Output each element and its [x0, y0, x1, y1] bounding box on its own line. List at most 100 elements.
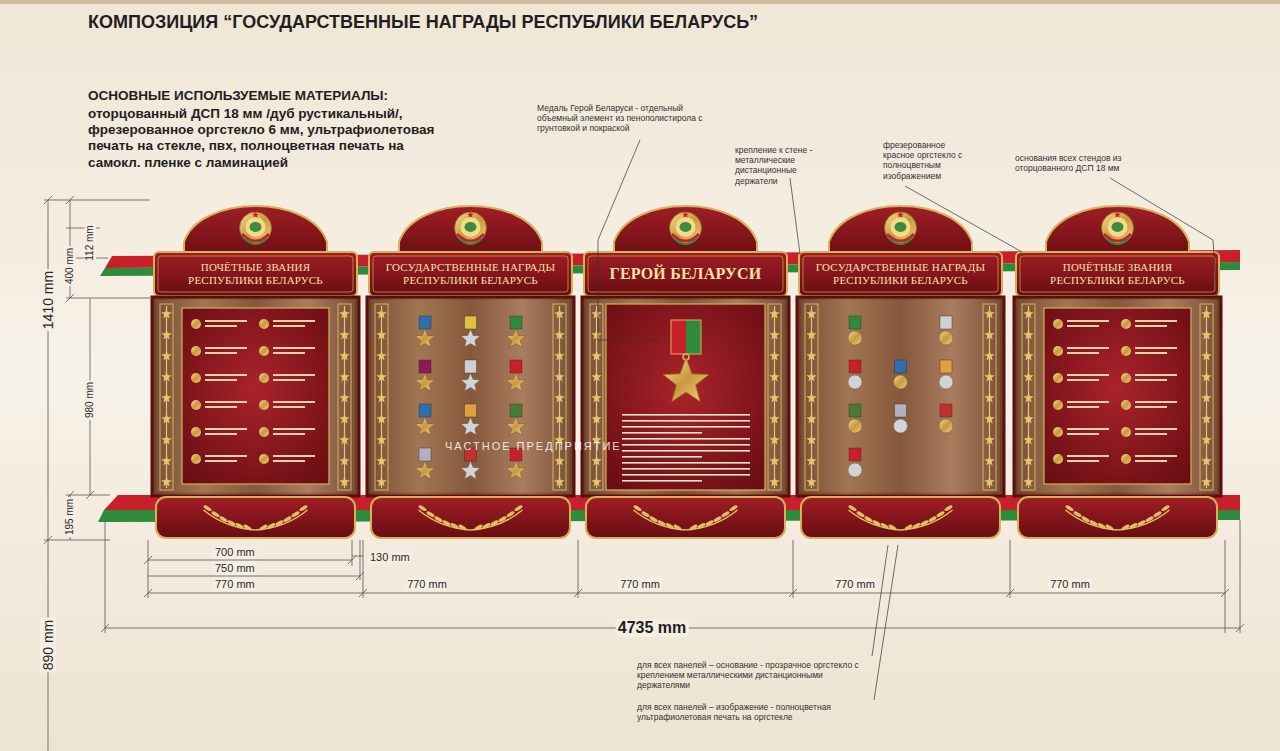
gold-ornament [161, 372, 171, 382]
hero-ribbon [671, 320, 701, 354]
laurel-leaf [689, 524, 699, 532]
wood-body [797, 297, 1004, 496]
plaque-text-line [622, 462, 750, 464]
state-emblem [1102, 212, 1134, 244]
medal-ribbon [419, 360, 431, 373]
gold-ornament [339, 372, 349, 382]
gold-ornament [806, 330, 816, 340]
gold-ornament [1023, 414, 1033, 424]
plaque-text-line [622, 474, 750, 476]
panel-heading-band: ГОСУДАРСТВЕННЫЕ НАГРАДЫ РЕСПУБЛИКИ БЕЛАР… [363, 254, 578, 294]
medal [848, 463, 862, 477]
dimension-line [352, 556, 363, 557]
heading-band [369, 252, 572, 296]
laurel-leaf [1097, 522, 1107, 530]
order-star [416, 417, 435, 435]
laurel-leaf [633, 504, 643, 512]
laurel-leaf [928, 515, 938, 523]
title-badge [259, 454, 269, 464]
laurel-leaf [243, 524, 253, 532]
dimension-line [352, 540, 353, 566]
gold-ornament [1201, 456, 1211, 466]
state-emblem [889, 238, 912, 244]
glass-sheen [156, 300, 355, 492]
laurel-leaf [721, 510, 731, 518]
dimension: 1410 mm [40, 269, 56, 331]
medal [894, 419, 908, 433]
title-badge [1053, 373, 1063, 383]
badge-caption [205, 325, 237, 327]
medal [939, 375, 953, 389]
gold-ornament [376, 456, 386, 466]
laurel-leaf [673, 524, 683, 532]
state-emblem [897, 212, 904, 218]
badge-caption [273, 325, 305, 327]
gold-ornament [984, 477, 994, 487]
gold-ornament [554, 351, 564, 361]
glass-sheen [801, 300, 1000, 492]
laurel-leaf [697, 522, 707, 530]
medal-ribbon [895, 404, 907, 417]
callout-note: для всех панелей – основание - прозрачно… [637, 660, 867, 691]
gold-ornament [590, 304, 603, 490]
plaque-text-line [622, 432, 702, 434]
materials-heading: ОСНОВНЫЕ ИСПОЛЬЗУЕМЫЕ МАТЕРИАЛЫ: [88, 88, 388, 104]
award-panel: ПОЧЁТНЫЕ ЗВАНИЯ РЕСПУБЛИКИ БЕЛАРУСЬ [1010, 200, 1225, 540]
state-emblem [250, 222, 262, 232]
state-emblem [1112, 222, 1124, 232]
medal-ribbon [849, 316, 861, 329]
panel-heading-band: ПОЧЁТНЫЕ ЗВАНИЯ РЕСПУБЛИКИ БЕЛАРУСЬ [1010, 254, 1225, 294]
gold-ornament [1201, 414, 1211, 424]
gold-ornament [1023, 309, 1033, 319]
laurel-leaf [912, 522, 922, 530]
title-badge [259, 373, 269, 383]
dimension: 750 mm [213, 562, 257, 575]
red-plaque [182, 308, 329, 484]
panel-heading-band: ПОЧЁТНЫЕ ЗВАНИЯ РЕСПУБЛИКИ БЕЛАРУСЬ [148, 254, 363, 294]
panel-heading-band: ГЕРОЙ БЕЛАРУСИ [578, 254, 793, 294]
dimension: 195 mm [64, 497, 76, 537]
dimension-line [148, 560, 352, 561]
laurel-leaf [203, 504, 213, 512]
medal-ribbon [419, 404, 431, 417]
title-badge [1121, 373, 1131, 383]
gold-ornament [1201, 477, 1211, 487]
gold-ornament [1201, 372, 1211, 382]
wood-body [367, 297, 574, 496]
gold-ornament [769, 456, 779, 466]
dimension: 400 mm [64, 246, 76, 286]
glass-sheen [586, 300, 785, 492]
order-star [461, 417, 480, 435]
gold-ornament [983, 304, 996, 490]
plaque-text-line [622, 468, 750, 470]
award-panel: ГОСУДАРСТВЕННЫЕ НАГРАДЫ РЕСПУБЛИКИ БЕЛАР… [363, 200, 578, 540]
badge-caption [1135, 320, 1177, 322]
badge-caption [1135, 347, 1177, 349]
materials-list: оторцованный ДСП 18 мм /дуб рустикальный… [88, 106, 458, 171]
laurel-leaf [1161, 504, 1171, 512]
medal-ribbon [849, 360, 861, 373]
heading-band [588, 256, 783, 292]
gold-ornament [1201, 309, 1211, 319]
laurel-leaf [498, 515, 508, 523]
bottom-plaque [1018, 497, 1217, 538]
gold-ornament [376, 309, 386, 319]
dimension-line [148, 540, 149, 598]
gold-ornament [806, 477, 816, 487]
badge-caption [205, 352, 237, 354]
gold-ornament [591, 330, 601, 340]
panel-shape [1010, 200, 1225, 540]
laurel-leaf [665, 522, 675, 530]
badge-caption [273, 433, 305, 435]
callout-note: Медаль Герой Беларуси - отдельный объемн… [537, 103, 709, 134]
laurel-leaf [880, 522, 890, 530]
badge-caption [1135, 433, 1167, 435]
gold-ornament [591, 309, 601, 319]
gold-ornament [554, 309, 564, 319]
dimension-line [363, 540, 364, 598]
order-star [416, 373, 435, 391]
badge-caption [1067, 374, 1109, 376]
badge-caption [273, 320, 315, 322]
gold-ornament [161, 414, 171, 424]
hero-star [663, 358, 709, 401]
